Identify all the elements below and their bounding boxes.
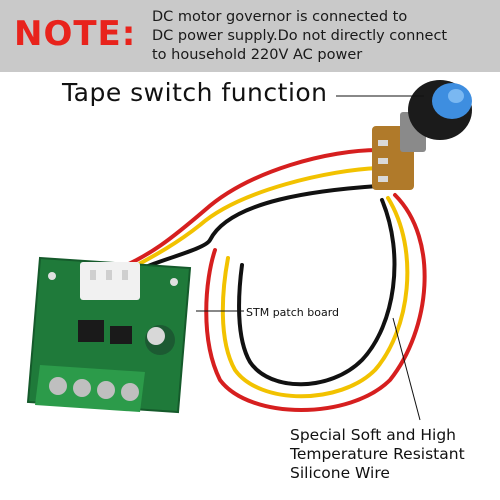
note-label: NOTE: [14,14,137,54]
wire-callout-label: Special Soft and High Temperature Resist… [290,426,465,483]
stm-callout-label: STM patch board [246,306,340,319]
note-banner: NOTE: DC motor governor is connected to … [0,0,500,72]
note-text: DC motor governor is connected to DC pow… [152,8,447,65]
terminal-block-icon [35,365,145,412]
headline: Tape switch function [62,78,328,107]
potentiometer-knob-icon [408,80,472,140]
note-line-1: DC motor governor is connected to [152,9,408,25]
wire-callout-line-3: Silicone Wire [290,464,390,482]
note-line-3: to household 220V AC power [152,47,363,63]
wire-callout-line [392,317,421,421]
wire-callout-line-1: Special Soft and High [290,426,456,444]
potentiometer [372,80,472,190]
silicone-wire [118,148,427,412]
note-line-2: DC power supply.Do not directly connect [152,28,448,44]
wire-callout-line-2: Temperature Resistant [290,445,465,463]
